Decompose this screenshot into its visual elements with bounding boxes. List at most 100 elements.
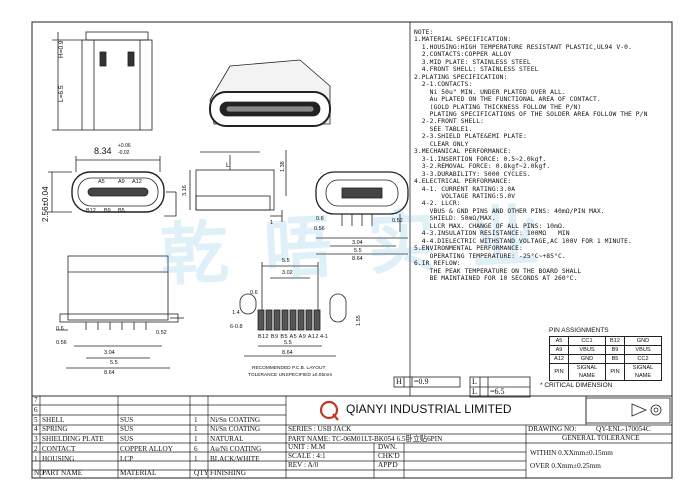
bom-cell: 5: [34, 415, 38, 424]
front-view: [48, 156, 177, 217]
bottom-dim-6: 8.64: [104, 370, 115, 376]
note-line: 2-1.CONTACTS:: [414, 81, 473, 89]
note-line: CLEAR ONLY: [414, 140, 469, 148]
bom-cell: 2: [34, 445, 38, 453]
pcb-dim-7: 5.5: [284, 340, 292, 346]
bom-cell: 6: [34, 405, 38, 414]
bottom-view: [56, 255, 184, 369]
bom-cell: CONTACT: [42, 445, 76, 453]
pin-cell: VBUS: [624, 345, 662, 355]
pcb-pin-labels: B12 B9 B5 A5 A9 A12: [258, 334, 319, 340]
rev-field: REV : A/0: [288, 461, 319, 469]
hl-box: [393, 376, 531, 398]
note-line: 4.FRONT SHELL: STAINLESS STEEL: [414, 66, 539, 74]
bom-header-cell: QTY: [194, 469, 209, 477]
pin-label-a5: A5: [98, 179, 105, 185]
pcb-dim-4: 6-0.8: [230, 324, 243, 330]
dim-h: H=0.9: [58, 40, 65, 58]
note-line: 5.ENVIRONMENTAL PERFORMANCE:: [414, 245, 523, 253]
side-view: [189, 150, 287, 222]
bom-cell: 1: [194, 454, 198, 463]
note-line: THE PEAK TEMPERATURE ON THE BOARD SHALL: [414, 267, 582, 275]
pcb-dim-6: 4-1: [320, 334, 328, 340]
hl-l-value: =6.5: [490, 387, 505, 396]
pin-dim-3: 0.52: [392, 218, 403, 224]
note-line: 3-3.DURABILITY: 5000 CYCLES.: [414, 170, 531, 178]
note-line: (GOLD PLATING THICKNESS FOLLOW THE P/N): [414, 103, 582, 111]
pin-dim-2: 0.56: [314, 226, 325, 232]
hl-h-label: H: [396, 377, 402, 386]
note-line: VBUS & GND PINS AND OTHER PINS: 40mΩ/PIN…: [414, 207, 605, 215]
note-line: 4-1. CURRENT RATING:3.0A: [414, 185, 516, 193]
note-line: 3.MECHANICAL PERFORMANCE:: [414, 148, 512, 156]
pin-cell: SIGNAL NAME: [624, 363, 662, 381]
pcb-dim-1: 5.5: [282, 258, 290, 264]
pin-label-b5: B5: [118, 208, 125, 214]
pin-dim-1: 0.6: [316, 216, 324, 222]
bom-cell: SUS: [120, 435, 134, 444]
hl-h-value: =0.9: [414, 377, 429, 386]
pin-cell: PIN: [605, 363, 625, 381]
dim-l: L=6.5: [58, 85, 65, 102]
note-line: 2.CONTACTS:COPPER ALLOY: [414, 51, 512, 59]
note-line: 1.HOUSING:HIGH TEMPERATURE RESISTANT PLA…: [414, 43, 632, 51]
note-line: 3-2.REMOVAL FORCE: 0.8kgf~2.0kgf.: [414, 163, 551, 171]
bom-header-cell: FINISHING: [210, 469, 246, 477]
bom-cell: SUS: [120, 415, 134, 424]
pin-cell: A12: [549, 354, 569, 364]
hl-l-label-2: L: [472, 387, 477, 396]
note-line: SEE TABLE1.: [414, 125, 473, 133]
bom-cell: SHIELDING PLATE: [42, 435, 104, 444]
note-line: VOLTAGE RATING:5.0V: [414, 192, 516, 200]
bom-cell: LCP: [120, 454, 134, 463]
bom-cell: 1: [194, 425, 198, 434]
note-line: SHIELD: 50mΩ/MAX.: [414, 215, 496, 223]
pcb-dim-2: 3.02: [282, 270, 293, 276]
note-line: 3-1.INSERTION FORCE: 0.5~2.0kgf.: [414, 155, 547, 163]
note-line: 4-3.INSULATION RESISTANCE: 100MΩ MIN: [414, 230, 570, 238]
bom-header-cell: PART NAME: [42, 469, 83, 477]
pcb-layout-view: [239, 262, 347, 357]
pin-cell: CC1: [568, 336, 606, 346]
bom-cell: 3: [34, 435, 38, 444]
note-line: 6.IR REFLOW:: [414, 260, 461, 268]
note-line: NOTE:: [414, 29, 434, 36]
connector-3d-view: [209, 59, 331, 127]
general-tolerance: GENERAL TOLERANCE: [562, 434, 640, 442]
pin-cell: VBUS: [568, 345, 606, 355]
note-line: 4-2. LLCR:: [414, 200, 461, 208]
width-tol-bottom: -0.02: [118, 150, 130, 156]
drawing-no-label: DRAWING NO:: [528, 425, 577, 433]
pin-label-a12: A12: [132, 179, 142, 185]
pin-cell: GND: [568, 354, 606, 364]
height-dim: 2.56±0.04: [41, 186, 50, 222]
pin-cell: CC2: [624, 354, 662, 364]
note-line: 1.MATERIAL SPECIFICATION:: [414, 36, 512, 44]
bottom-dim-2: 0.56: [56, 340, 67, 346]
hl-l-label-1: L: [472, 377, 477, 386]
bom-cell: 4: [34, 425, 38, 434]
company-name: QIANYI INDUSTRIAL LIMITED: [346, 402, 512, 416]
bom-cell: Ni/Sn COATING: [210, 425, 261, 434]
bom-cell: SUS: [120, 425, 134, 434]
bom-cell: 7: [34, 396, 38, 404]
side-dim-1: 3.16: [182, 185, 188, 196]
pin-view: [315, 171, 409, 255]
notes-block: NOTE:1.MATERIAL SPECIFICATION: 1.HOUSING…: [414, 29, 647, 282]
pcb-dim-8: 8.64: [282, 350, 293, 356]
bom-cell: 1: [34, 454, 38, 463]
pin-cell: B12: [605, 336, 625, 346]
note-line: OPERATING TEMPERATURE: -25°C~+85°C.: [414, 252, 566, 260]
tolerance-within: WITHIN 0.XXmm±0.15mm: [530, 449, 613, 457]
pin-dim-5: 5.5: [354, 248, 362, 254]
chkd-field: CHK'D: [378, 452, 400, 460]
side-dim-4: L: [226, 162, 230, 169]
pcb-dim-5: 1.4: [232, 310, 240, 316]
pin-cell: GND: [624, 336, 662, 346]
pcb-dim-3: 0.6: [250, 290, 258, 296]
note-line: BE MAINTAINED FOR 10 SECONDS AT 260°C.: [414, 274, 578, 282]
